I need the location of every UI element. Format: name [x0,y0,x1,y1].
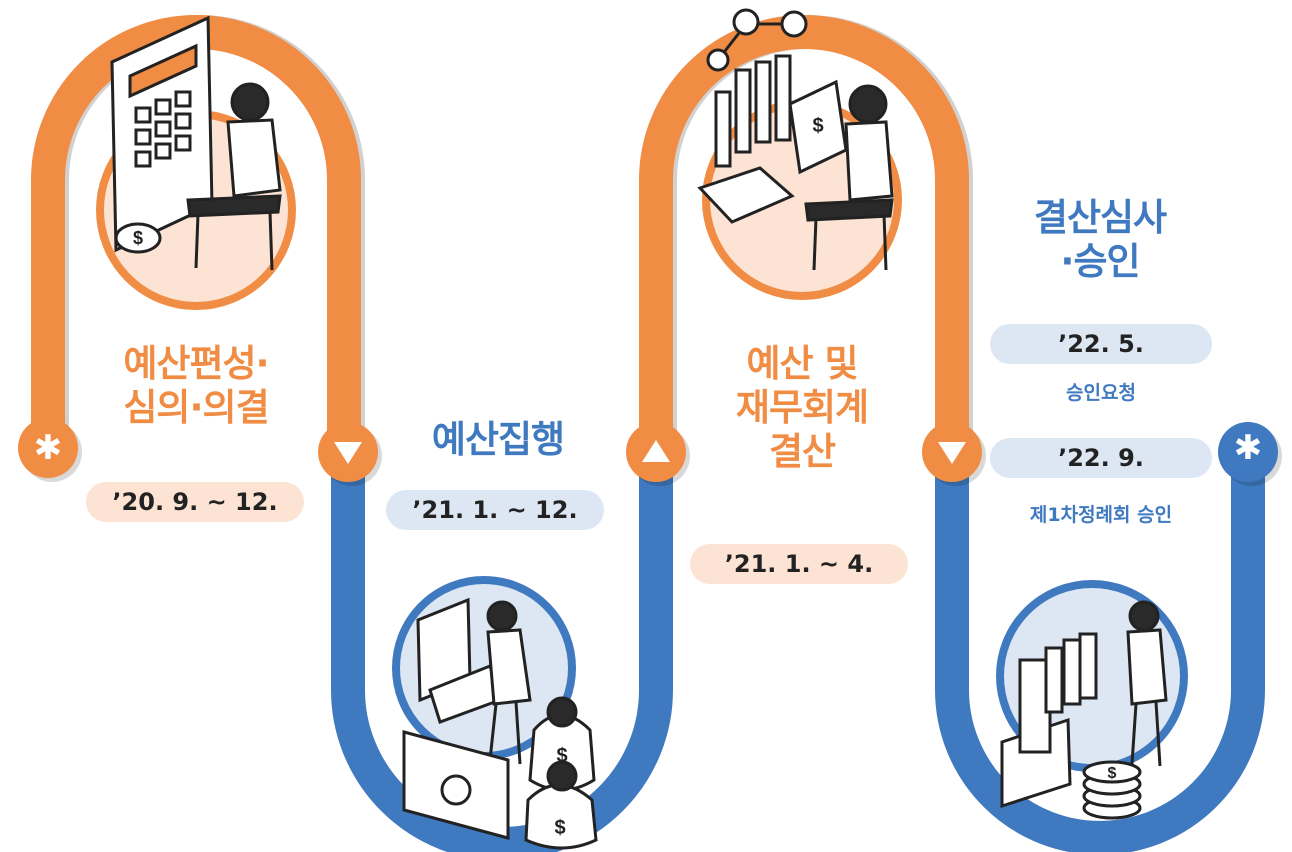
step2-title: 예산집행 [431,418,565,461]
step3-title-line3: 결산 [768,430,836,473]
step3-title-line2: 재무회계 [735,386,869,429]
step2-illustration: $ $ [392,576,598,850]
curve-step2 [331,455,673,852]
step4-milestone1-date: ’22. 5. [990,324,1212,364]
start-marker [18,418,82,482]
direction-node-3 [922,422,986,486]
step4-illustration: $ [996,580,1188,820]
triangle-down-icon [334,442,362,464]
step4-title-line2: ·승인 [1060,240,1140,283]
step4-title: 결산심사 ·승인 [1000,196,1200,284]
step1-title-line2: 심의·의결 [123,386,269,429]
step3-title: 예산 및 재무회계 결산 [702,342,902,474]
start-asterisk-icon: ✱ [33,428,63,468]
end-asterisk-icon: ✱ [1233,428,1263,468]
curve-step4 [935,455,1265,852]
step3-period: ’21. 1. ~ 4. [690,544,908,584]
step4-title-line1: 결산심사 [1033,196,1167,239]
end-marker [1218,422,1282,486]
direction-node-1 [318,422,382,486]
triangle-down-icon [938,442,966,464]
svg-text:$: $ [133,228,143,248]
svg-text:$: $ [554,817,565,839]
svg-text:$: $ [1108,765,1117,782]
step1-period: ’20. 9. ~ 12. [86,482,304,522]
svg-text:$: $ [812,115,823,137]
svg-text:$: $ [556,745,567,767]
step4-milestone1-desc: 승인요청 [1066,382,1136,404]
step3-title-line1: 예산 및 [746,342,858,385]
direction-node-2 [626,422,690,486]
step1-title: 예산편성· 심의·의결 [96,342,296,430]
step1-illustration: $ [96,15,296,310]
step4-milestone2-desc: 제1차정례회 승인 [1029,504,1173,526]
step2-period: ’21. 1. ~ 12. [386,490,604,530]
step4-milestone2-date: ’22. 9. [990,438,1212,478]
step1-title-line1: 예산편성· [123,342,269,385]
triangle-up-icon [642,440,670,462]
step3-illustration: $ [697,8,902,300]
